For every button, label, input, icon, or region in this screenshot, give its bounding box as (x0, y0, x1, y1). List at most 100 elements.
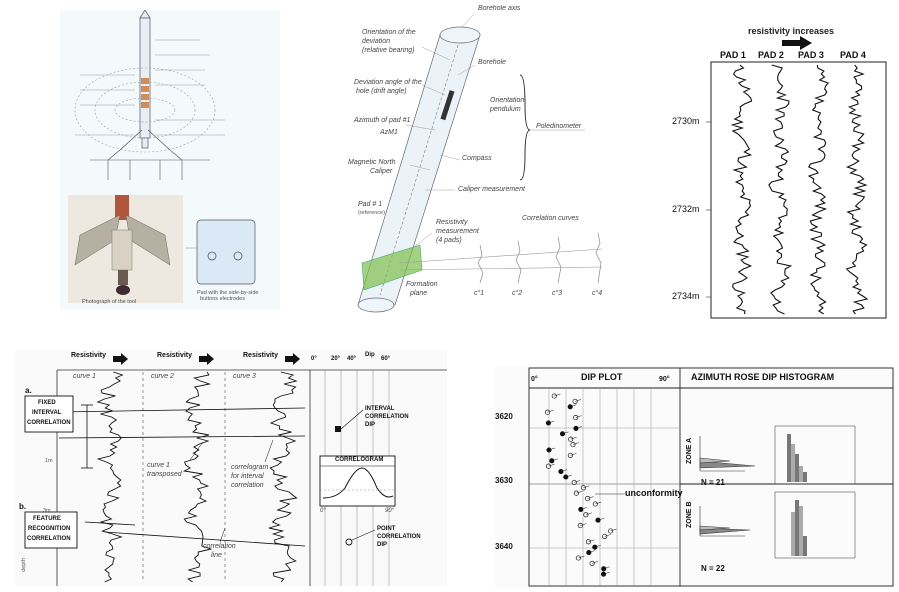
label-pendulum-1: Orientation (490, 97, 525, 104)
dip-tadpole-tail (570, 404, 577, 408)
resistivity-curves (96, 371, 298, 583)
depth-3m: 3m (43, 508, 51, 514)
dip-tadpole-tail (551, 458, 558, 462)
dip-tadpole-tail (575, 399, 582, 402)
interval-dip-3: DIP (365, 422, 376, 428)
n-zone-b: N = 22 (701, 564, 725, 573)
correlation-line-1: correlation (203, 543, 236, 550)
dip-point (608, 528, 614, 534)
dip-tadpole-tail (574, 480, 581, 483)
n-zone-a: N = 21 (701, 478, 725, 487)
unconformity-label: unconformity (625, 488, 683, 498)
dip-scale-40: 40° (347, 356, 357, 362)
label-borehole-axis: Borehole axis (478, 5, 521, 12)
label-deviation-1: Deviation angle of the (354, 79, 422, 86)
pad-label-4: PAD 4 (840, 50, 866, 60)
depth-2734: 2734m (672, 291, 700, 301)
rose-title: AZIMUTH ROSE DIP HISTOGRAM (691, 372, 835, 382)
label-resistivity-1: Resistivity (436, 219, 468, 226)
dip-point (559, 431, 566, 437)
dip-tadpole-tail (578, 555, 585, 559)
point-dip-3: DIP (377, 542, 388, 548)
dip-tadpole-tail (594, 544, 601, 548)
pad-label-3: PAD 3 (798, 50, 824, 60)
box-fixed-2: INTERVAL (32, 410, 62, 416)
panel-pad-curves: resistivity increases PAD 1 PAD 2 PAD 3 … (640, 10, 892, 328)
dip-point (578, 506, 584, 512)
dip-tadpole-tail (565, 474, 572, 478)
label-azimuth: Azimuth of pad #1 (354, 117, 411, 124)
arrow-right-icon (782, 36, 812, 50)
depth-3620: 3620 (495, 412, 513, 421)
axis-right: 90° (659, 376, 670, 383)
label-orientation-1: Orientation of the (362, 29, 416, 36)
depth-1m: 1m (45, 458, 53, 464)
interval-dip-marker (335, 426, 341, 432)
dip-tadpole-tail (588, 550, 595, 553)
dip-tadpole-tail (560, 469, 567, 472)
dip-point (586, 550, 592, 556)
dip-tadpole-tail (580, 523, 587, 526)
dip-tadpole-tail (547, 409, 554, 413)
zone-b-label: ZONE B (686, 501, 693, 528)
correlogram-note-2: for interval (231, 473, 264, 480)
dip-tadpole-tail (604, 534, 611, 537)
dip-point (592, 501, 598, 507)
panel-borehole-diagram: Orientation of the deviation (relative b… (340, 5, 620, 325)
dip-tadpole-tail (592, 561, 599, 564)
dip-point (585, 496, 591, 502)
box-fixed-3: CORRELATION (27, 420, 71, 426)
box-feature-1: FEATURE (33, 516, 61, 522)
dip-tadpole-tail (595, 501, 602, 505)
dip-scale-60: 60° (381, 356, 391, 362)
transposed-1: curve 1 (147, 462, 170, 469)
panel-correlation: Resistivity Resistivity Resistivity 0° 2… (15, 350, 447, 586)
box-fixed-1: FIXED (38, 400, 56, 406)
dip-tadpole-tail (585, 512, 592, 516)
label-poledinometer: Poledinometer (536, 123, 582, 130)
depth-2732: 2732m (672, 204, 700, 214)
correlogram-axis-right: 90° (385, 508, 395, 514)
label-pendulum-2: pendulum (490, 106, 521, 113)
zone-a-label: ZONE A (686, 437, 693, 464)
dip-scale-20: 20° (331, 356, 341, 362)
transposed-2: transposed (147, 471, 182, 478)
panel-tool-schematic: Photograph of the tool Pad with the side… (60, 10, 280, 310)
panel-dip-plot: 0° DIP PLOT 90° AZIMUTH ROSE DIP HISTOGR… (495, 366, 895, 588)
box-feature-3: CORRELATION (27, 536, 71, 542)
curve-label-1: c°1 (474, 290, 485, 297)
box-feature-2: RECOGNITION (28, 526, 71, 532)
dip-tadpole-tail (575, 426, 583, 429)
dip-tadpole-tail (570, 453, 577, 456)
correlogram-note-3: correlation (231, 482, 264, 489)
dip-point (570, 442, 576, 448)
pad-caption-1: Pad with the side-by-side (197, 290, 259, 296)
dip-tadpole-tail (570, 436, 577, 440)
curve-label-1: curve 1 (73, 373, 96, 380)
dip-tadpole-tail (576, 490, 583, 494)
point-dip-1: POINT (377, 526, 396, 532)
dip-point (563, 474, 569, 480)
photo-caption: Photograph of the tool (82, 299, 137, 305)
dip-plot-title: DIP PLOT (581, 372, 623, 382)
label-caliper-measurement: Caliper measurement (458, 186, 525, 193)
dip-point (592, 544, 598, 550)
res-header-2: Resistivity (157, 352, 193, 359)
point-dip-marker (345, 538, 353, 546)
interval-dip-2: CORRELATION (365, 414, 409, 420)
label-caliper: Caliper (370, 168, 393, 175)
axis-left: 0° (531, 376, 538, 383)
dip-title: Dip (365, 352, 375, 358)
header-arrows (113, 353, 300, 365)
depth-axis-label: depth (20, 558, 27, 572)
rose-zone-a (699, 436, 756, 472)
box-feature-recognition (24, 511, 78, 549)
resistivity-increases-label: resistivity increases (748, 26, 835, 36)
depth-3640: 3640 (495, 542, 513, 551)
res-header-3: Resistivity (243, 352, 279, 359)
dip-tadpole-tail (587, 496, 594, 499)
dip-tadpole-tail (562, 431, 569, 435)
correlation-svg (15, 350, 447, 586)
dip-point (589, 560, 595, 566)
dip-tadpole-tail (603, 571, 610, 575)
